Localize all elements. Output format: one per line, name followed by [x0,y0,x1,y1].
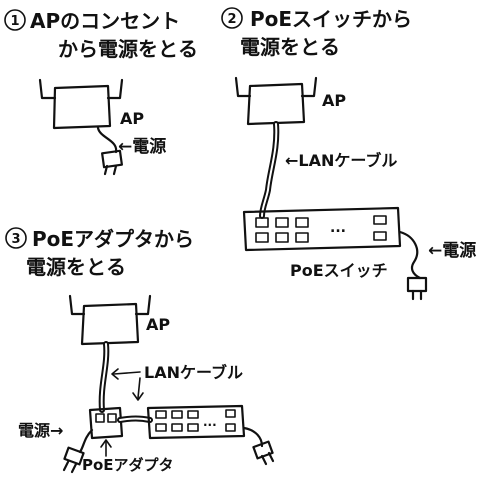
section-3-adapter-power-cord [62,428,94,474]
section-3-lan-cable-ap [98,341,110,413]
section-3-adapter-arrow [100,439,112,457]
section-2-title-line2: 電源をとる [240,35,340,59]
section-2-number: 2 [227,12,236,27]
section-2-number-circle [221,7,243,29]
section-2-lan-cable [259,121,280,219]
section-2: 2 PoEスイッチから 電源をとる AP ←LANケーブル ... [221,7,476,301]
section-3-power-label: 電源→ [18,421,63,440]
section-1-power-label: ←電源 [118,136,166,157]
section-3-poe-switch [146,404,246,440]
section-3-title-line1: PoEアダプタから [32,227,194,251]
section-2-switch-dots: ... [330,220,346,236]
section-2-poe-switch [242,206,402,252]
section-2-power-label: ←電源 [428,240,476,261]
section-3-switch-dots: ... [203,415,217,429]
section-3-ap-label: AP [146,315,170,334]
section-1-ap-device [38,78,124,130]
section-3-cable-label: LANケーブル [144,363,243,382]
section-2-power-cord [398,230,428,301]
section-3-number-circle [5,227,27,249]
section-3-lan-cable-switch [117,415,153,423]
section-2-ap-device [234,76,318,126]
section-3-switch-power-cord [242,426,275,466]
section-3: 3 PoEアダプタから 電源をとる AP LANケーブル [5,227,275,474]
section-1: 1 APのコンセント から電源をとる AP ←電源 [4,9,198,176]
section-3-poe-adapter [88,406,124,440]
section-2-ap-label: AP [322,91,346,110]
section-2-switch-label: PoEスイッチ [290,261,388,280]
section-3-title-line2: 電源をとる [26,255,126,279]
section-2-cable-label: ←LANケーブル [285,151,397,170]
section-1-ap-label: AP [120,109,144,128]
section-3-number: 3 [11,232,20,247]
section-3-ap-device [68,294,152,346]
section-3-cable-arrows [111,368,144,401]
section-1-number: 1 [10,14,19,29]
section-1-power-cord [96,126,123,176]
section-1-title-line2: から電源をとる [58,37,198,61]
section-2-title-line1: PoEスイッチから [250,7,412,31]
section-3-adapter-label: PoEアダプタ [82,456,174,474]
section-1-number-circle [4,9,26,31]
section-1-title-line1: APのコンセント [30,9,180,33]
